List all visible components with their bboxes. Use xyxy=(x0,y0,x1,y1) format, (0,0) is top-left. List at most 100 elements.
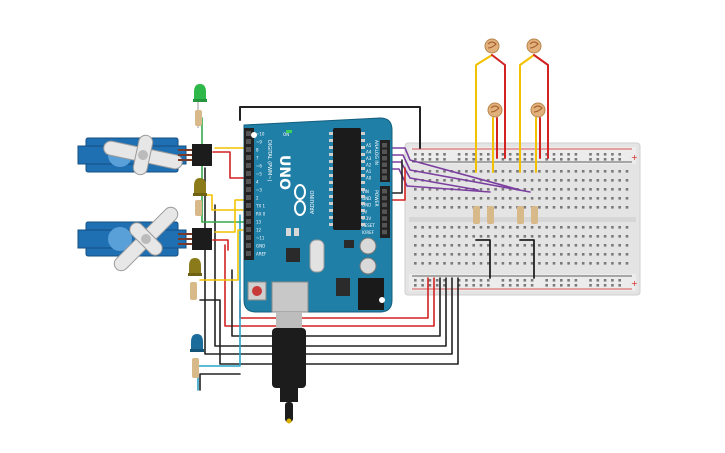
led-green[interactable] xyxy=(193,84,207,128)
power-socket[interactable] xyxy=(382,223,387,228)
rail-hole xyxy=(560,153,563,156)
header-socket[interactable] xyxy=(246,203,251,208)
led-olive-2[interactable] xyxy=(188,258,202,300)
power-socket[interactable] xyxy=(382,209,387,214)
wire-black-jumper-1[interactable] xyxy=(475,239,491,279)
led-blue[interactable] xyxy=(190,334,204,378)
power-socket[interactable] xyxy=(382,229,387,235)
header-socket[interactable] xyxy=(246,163,251,168)
header-socket[interactable] xyxy=(246,219,251,224)
wire-red-bottom-2[interactable] xyxy=(224,244,435,327)
analog-socket[interactable] xyxy=(382,175,387,181)
photoresistor-3[interactable] xyxy=(487,102,503,118)
breadboard-resistors[interactable] xyxy=(473,206,538,224)
wire-blue-led[interactable] xyxy=(197,214,241,391)
rail-hole xyxy=(472,284,475,287)
wire-green-led[interactable] xyxy=(201,117,246,223)
servo-motor-bottom[interactable] xyxy=(77,195,212,283)
header-socket[interactable] xyxy=(246,139,251,144)
wire-black-bottom-2[interactable] xyxy=(214,204,447,347)
breadboard-hole xyxy=(552,179,556,182)
rail-hole xyxy=(501,284,505,287)
header-socket[interactable] xyxy=(246,187,251,192)
wire-black-bottom-4[interactable] xyxy=(199,277,459,365)
header-socket[interactable] xyxy=(246,171,251,176)
photoresistor-1[interactable] xyxy=(484,38,500,54)
resistor-bb-2[interactable] xyxy=(487,206,494,224)
wire-red-ldr2[interactable] xyxy=(533,54,549,159)
wire-black-jumper-2[interactable] xyxy=(519,239,535,279)
resistor-bb-1[interactable] xyxy=(473,206,480,224)
header-socket[interactable] xyxy=(246,251,251,256)
power-socket[interactable] xyxy=(382,202,387,208)
header-socket[interactable] xyxy=(246,211,251,216)
breadboard-hole xyxy=(501,235,505,238)
breadboard-hole xyxy=(603,197,607,200)
led-icon-olive-1[interactable] xyxy=(194,178,206,194)
led-olive-1[interactable] xyxy=(193,178,207,216)
wire-yellow-servo2[interactable] xyxy=(214,199,249,233)
wire-red-5v[interactable] xyxy=(391,167,406,201)
wire-purple-a1[interactable] xyxy=(391,154,531,193)
breadboard-hole xyxy=(501,188,505,191)
analog-pin-label: A2 xyxy=(366,163,372,168)
wire-black-bottom-1[interactable] xyxy=(231,269,441,337)
resistor-olive-led-2 xyxy=(190,282,197,300)
wire-black-bottom-3[interactable] xyxy=(204,167,453,355)
breadboard-hole xyxy=(530,188,534,191)
ldr-track-4 xyxy=(533,105,543,113)
header-socket[interactable] xyxy=(246,243,251,248)
led-icon-olive-2[interactable] xyxy=(189,258,201,274)
photoresistor-icon[interactable] xyxy=(484,38,500,54)
wire-purple-a3[interactable] xyxy=(391,168,491,193)
photoresistor-icon-2[interactable] xyxy=(526,38,542,54)
wire-black-gnd-power[interactable] xyxy=(391,159,403,194)
breadboard-hole xyxy=(508,235,512,238)
power-socket[interactable] xyxy=(382,189,387,194)
wire-black-gnd-top[interactable] xyxy=(239,106,421,149)
resistor-bb-4[interactable] xyxy=(531,206,538,224)
wire-red-servo2-power[interactable] xyxy=(212,239,229,251)
analog-socket[interactable] xyxy=(382,169,387,174)
usb-cable-icon[interactable] xyxy=(272,312,306,424)
photoresistor-2[interactable] xyxy=(526,38,542,54)
wire-red-ldr1[interactable] xyxy=(491,54,506,159)
breadboard-hole xyxy=(457,226,461,229)
servo-motor-top[interactable] xyxy=(77,127,212,183)
resistor-bb-3[interactable] xyxy=(517,206,524,224)
header-socket[interactable] xyxy=(246,147,251,152)
header-socket[interactable] xyxy=(246,155,251,160)
analog-socket[interactable] xyxy=(382,162,387,168)
header-socket[interactable] xyxy=(246,195,251,200)
led-icon[interactable] xyxy=(194,84,206,100)
power-socket[interactable] xyxy=(382,216,387,221)
rail-hole xyxy=(545,284,548,287)
reset-button-icon[interactable] xyxy=(252,286,262,296)
wire-yellow-ldr1[interactable] xyxy=(475,54,493,173)
led-rim-blue xyxy=(190,349,204,352)
power-socket[interactable] xyxy=(382,195,387,201)
led-icon-blue[interactable] xyxy=(191,334,203,350)
wire-black-led-blue[interactable] xyxy=(199,373,241,391)
header-socket[interactable] xyxy=(246,179,251,184)
wire-red-servo1-power[interactable] xyxy=(212,151,249,179)
photoresistor-icon-4[interactable] xyxy=(530,102,546,118)
photoresistor-4[interactable] xyxy=(530,102,546,118)
breadboard-hole xyxy=(611,253,614,256)
header-socket[interactable] xyxy=(246,131,251,136)
wire-yellow-led-olive2[interactable] xyxy=(199,229,249,281)
analog-socket[interactable] xyxy=(382,149,387,155)
breadboard-hole xyxy=(428,253,432,256)
breadboard-hole xyxy=(465,253,468,256)
wire-yellow-ldr2[interactable] xyxy=(519,54,535,173)
analog-socket[interactable] xyxy=(382,143,387,148)
analog-socket[interactable] xyxy=(382,156,387,161)
header-socket[interactable] xyxy=(246,227,251,232)
wire-yellow-servo1[interactable] xyxy=(214,147,249,191)
wire-purple-a0[interactable] xyxy=(391,147,521,191)
header-socket[interactable] xyxy=(246,235,251,240)
digital-pin-label: 7 xyxy=(256,156,259,161)
wire-yellow-led-olive1[interactable] xyxy=(199,194,249,211)
photoresistor-icon-3[interactable] xyxy=(487,102,503,118)
